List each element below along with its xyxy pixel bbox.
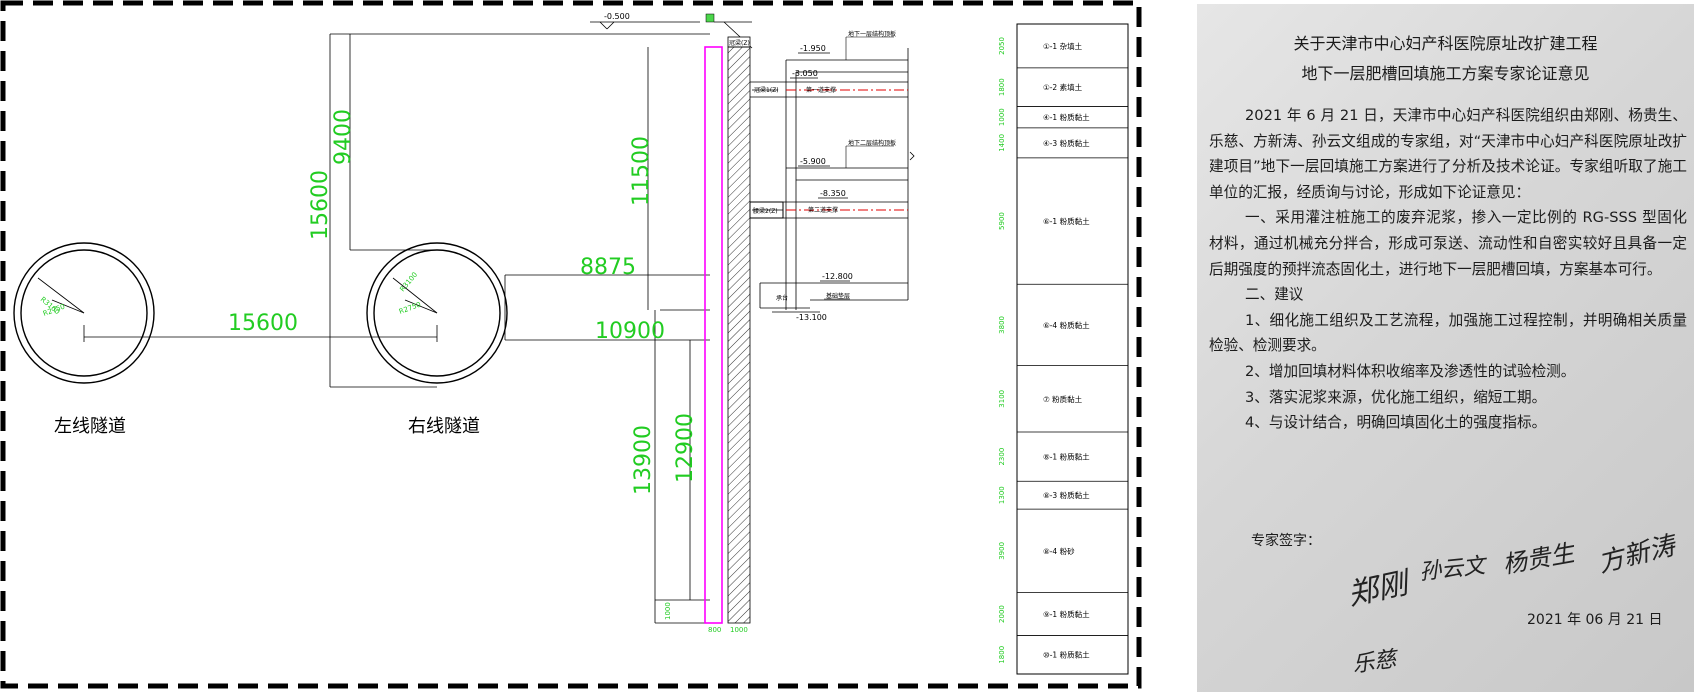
strata-thickness: 3900 [998, 542, 1006, 560]
engineering-drawing: R3100 R2750 R3100 R2750 15600 15600 9400… [0, 0, 1142, 689]
strata-label: ⑨-1 粉质黏土 [1043, 609, 1090, 619]
signature-5: 乐慈 [1350, 647, 1398, 678]
strata-thickness: 1800 [998, 646, 1006, 664]
document-intro: 2021 年 6 月 21 日，天津市中心妇产科医院组织由郑刚、杨贵生、乐慈、方… [1209, 107, 1687, 201]
dim-12900: 12900 [673, 413, 698, 483]
dim-13900: 13900 [631, 425, 656, 495]
tunnel-dimensions [83, 33, 710, 624]
document-title-line1: 关于天津市中心妇产科医院原址改扩建工程 [1293, 34, 1598, 53]
strata-label: ⑩-1 粉质黏土 [1043, 650, 1090, 660]
elev-1: -1.950 [800, 44, 826, 53]
capping-beam-label: 冠梁(Z) [729, 39, 750, 47]
signature-1: 郑刚 [1344, 566, 1411, 613]
second-support-label: 第二道支撑 [808, 206, 838, 214]
elev-4: -8.350 [820, 189, 846, 198]
document-title-line2: 地下一层肥槽回填施工方案专家论证意见 [1301, 64, 1590, 83]
sign-label: 专家签字： [1251, 533, 1321, 549]
suggestion-3: 3、落实泥浆来源，优化施工组织，缩短工期。 [1245, 388, 1547, 406]
strata-column [1016, 23, 1129, 675]
right-tunnel [366, 242, 508, 384]
beam-1-label: 冠梁1(Z) [754, 86, 779, 94]
strata-thickness: 1300 [998, 486, 1006, 504]
cushion-label: 基础垫层 [826, 292, 850, 300]
dim-15600-vertical: 15600 [308, 170, 333, 240]
right-tunnel-label: 右线隧道 [408, 416, 480, 437]
strata-label: ①-1 杂填土 [1043, 41, 1083, 51]
strata-thickness: 1000 [998, 108, 1006, 126]
elevation-labels: -1.950 -3.050 -5.900 -8.350 -12.800 -13.… [792, 44, 853, 322]
strata-thickness: 2000 [998, 605, 1006, 623]
strata-label: ④-1 粉质黏土 [1043, 112, 1090, 122]
right-radius-inner: R2750 [398, 301, 422, 316]
signature-2: 孙云文 [1418, 553, 1487, 586]
strata-thickness: 5900 [998, 212, 1006, 230]
strata-thickness: 1400 [998, 134, 1006, 152]
dim-11500: 11500 [629, 136, 654, 206]
strata-layers: 2050 ①-1 杂填土 1800 ①-2 素填土 1000 ④-1 粉质黏土 1400 ④-… [998, 37, 1128, 664]
suggestion-4: 4、与设计结合，明确回填固化土的强度指标。 [1245, 414, 1547, 432]
cap-label: 承台 [776, 294, 788, 302]
signature-3: 杨贵生 [1500, 538, 1577, 580]
document-body: 2021 年 6 月 21 日，天津市中心妇产科医院组织由郑刚、杨贵生、乐慈、方… [1209, 103, 1687, 436]
strata-label: ⑥-4 粉质黏土 [1043, 320, 1090, 330]
dim-9400: 9400 [331, 109, 356, 165]
floor-b2-label: 地下二层结构顶板 [848, 139, 896, 147]
dim-1000-bottom: 1000 [730, 626, 748, 634]
strata-thickness: 1800 [998, 78, 1006, 96]
elev-3: -5.900 [800, 157, 826, 166]
document-point2: 二、建议 [1245, 286, 1304, 304]
section-drawing-svg: R3100 R2750 R3100 R2750 15600 15600 9400… [0, 0, 1142, 689]
beam-2-label: 腰梁2(Z) [753, 207, 778, 215]
elev-6: -13.100 [796, 313, 827, 322]
first-support-label: 第一道支撑 [806, 86, 836, 94]
break-mark [909, 151, 915, 161]
pile [704, 46, 723, 624]
dim-10900: 10900 [595, 319, 665, 344]
suggestion-1: 1、细化施工组织及工艺流程，加强施工过程控制，并明确相关质量检验、检测要求。 [1209, 311, 1687, 355]
strata-label: ④-3 粉质黏土 [1043, 138, 1090, 148]
dashed-frame [0, 0, 1142, 689]
left-tunnel-label: 左线隧道 [54, 416, 126, 437]
strata-thickness: 3800 [998, 316, 1006, 334]
floor-b1-label: 地下一层结构顶板 [848, 30, 896, 38]
strata-thickness: 2300 [998, 448, 1006, 466]
elevation-ticks [772, 52, 850, 313]
elev-5: -12.800 [822, 272, 853, 281]
suggestion-2: 2、增加回填材料体积收缩率及渗透性的试验检测。 [1245, 362, 1576, 380]
signature-4: 方新涛 [1595, 530, 1679, 579]
dim-1000-left: 1000 [664, 602, 672, 620]
dim-800: 800 [708, 626, 721, 634]
left-tunnel [13, 242, 155, 384]
document-date: 2021 年 06 月 21 日 [1527, 612, 1663, 628]
elev-2: -3.050 [792, 69, 818, 78]
strata-label: ①-2 素填土 [1043, 82, 1083, 92]
strata-thickness: 2050 [998, 37, 1006, 55]
strata-label: ⑧-4 粉砂 [1043, 546, 1075, 556]
strata-label: ⑦ 粉质黏土 [1043, 394, 1083, 404]
strata-label: ⑧-3 粉质黏土 [1043, 490, 1090, 500]
dim-15600-horizontal: 15600 [228, 311, 298, 336]
elev-top: -0.500 [604, 12, 630, 21]
right-radius-outer: R3100 [398, 271, 419, 294]
document-point1: 一、采用灌注桩施工的废弃泥浆，掺入一定比例的 RG-SSS 型固化材料，通过机械… [1209, 209, 1687, 278]
support-axis-lines [786, 89, 908, 211]
expert-opinion-document: 关于天津市中心妇产科医院原址改扩建工程 地下一层肥槽回填施工方案专家论证意见 2… [1197, 4, 1694, 692]
strata-label: ⑧-1 粉质黏土 [1043, 452, 1090, 462]
beam-2-box [749, 201, 784, 219]
strata-thickness: 3100 [998, 390, 1006, 408]
diaphragm-wall [727, 46, 751, 624]
strata-label: ⑥-1 粉质黏土 [1043, 216, 1090, 226]
dim-8875: 8875 [580, 255, 636, 280]
